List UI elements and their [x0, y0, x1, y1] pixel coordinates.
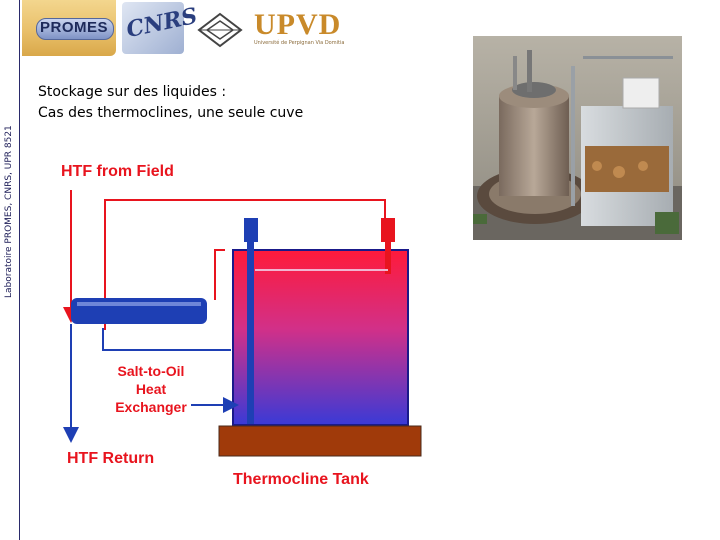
lab-vertical-label: Laboratoire PROMES, CNRS, UPR 8521	[2, 125, 17, 298]
promes-logo: PROMES	[22, 0, 116, 56]
promes-logo-pill	[36, 18, 114, 40]
cold-pipe	[247, 242, 254, 424]
slide-title-line1: Stockage sur des liquides :	[38, 84, 227, 100]
htf-supply-line	[104, 199, 386, 330]
htf-return-label: HTF Return	[67, 450, 154, 467]
lab-vertical-text: Laboratoire PROMES, CNRS, UPR 8521	[4, 125, 14, 298]
hx-link-line	[102, 328, 231, 351]
hx-label-line2: Heat	[136, 381, 167, 397]
hot-return-line	[214, 249, 225, 300]
hot-pipe	[385, 242, 391, 274]
cnrs-logo-text: CNRS	[124, 2, 200, 44]
thermocline-tank	[232, 249, 409, 426]
hx-label-line1: Salt-to-Oil	[118, 363, 185, 379]
slide-title-line2: Cas des thermoclines, une seule cuve	[38, 105, 304, 121]
thermocline-diagram: HTF from Field Salt-to-Oil Heat Exchange…	[61, 163, 422, 488]
cnrs-logo: CNRS	[122, 2, 200, 54]
upvd-logo: UPVD Université de Perpignan Via Domitia	[254, 10, 346, 50]
side-rule	[19, 0, 20, 540]
heat-exchanger-icon	[71, 298, 207, 324]
university-emblem-icon	[197, 12, 243, 48]
promes-logo-text: PROMES	[40, 19, 109, 36]
thermocline-tank-photo	[473, 36, 682, 240]
upvd-logo-text: UPVD	[254, 8, 342, 41]
thermocline-tank-label: Thermocline Tank	[233, 471, 369, 488]
hx-label-line3: Exchanger	[115, 399, 187, 415]
tank-base	[218, 425, 422, 457]
upvd-logo-subtitle: Université de Perpignan Via Domitia	[254, 40, 345, 46]
cold-pump-icon	[244, 218, 258, 242]
hot-pump-icon	[381, 218, 395, 242]
heat-exchanger-highlight	[77, 302, 201, 306]
htf-from-field-label: HTF from Field	[61, 163, 174, 180]
slide-title: Stockage sur des liquides : Cas des ther…	[38, 82, 303, 124]
